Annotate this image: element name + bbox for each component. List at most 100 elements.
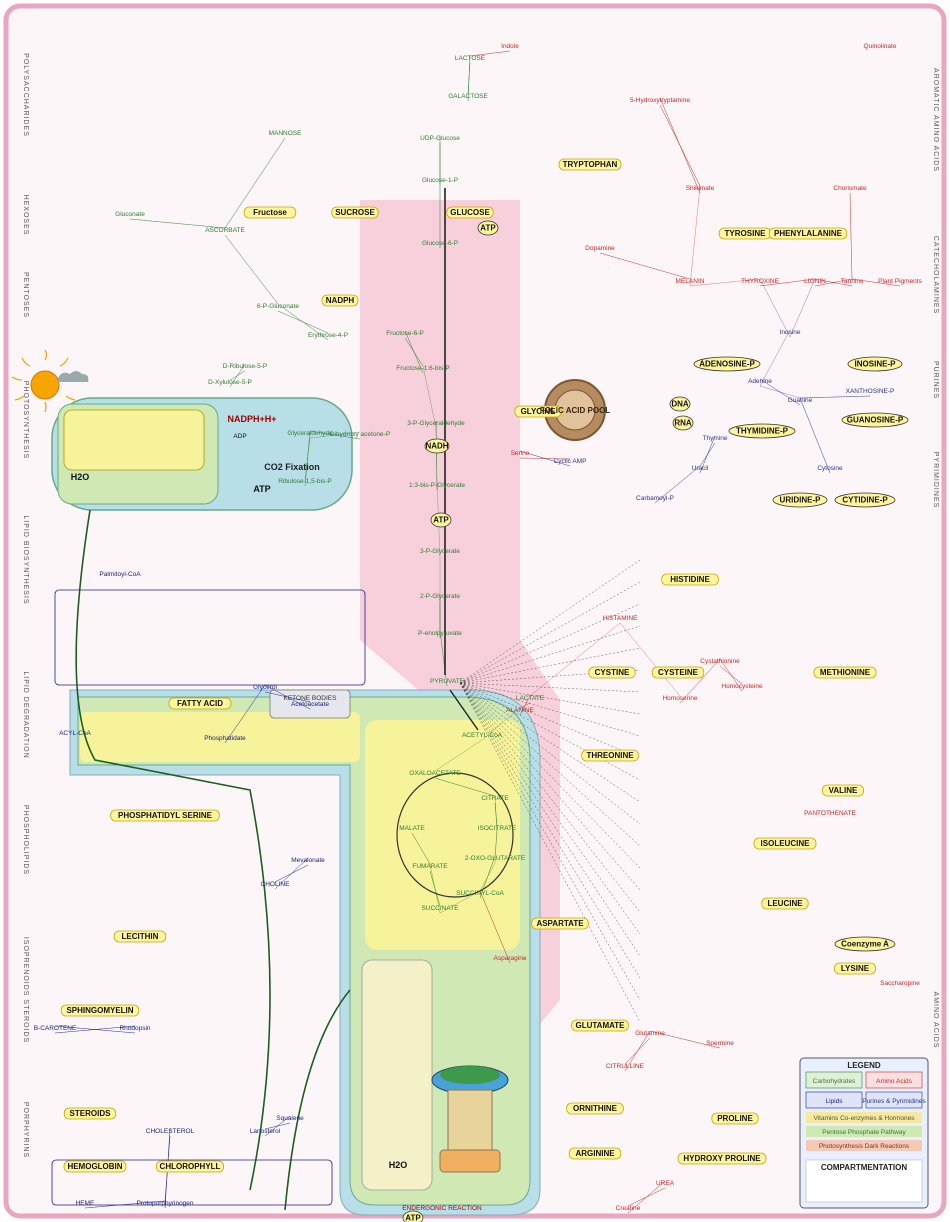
bubble-guanosine-p-shape — [841, 412, 909, 428]
legend-purines: Purines & Pyrimidines — [862, 1098, 926, 1105]
pyruvate-link — [459, 682, 641, 913]
hub-cystine: CYSTINE — [595, 668, 630, 677]
lipid-biosynthesis-zone — [54, 589, 366, 686]
pathway-arrow — [469, 50, 511, 57]
metabolite-plant-pigments: Plant Pigments — [878, 278, 922, 285]
bubble-atp-3-shape — [402, 1210, 424, 1222]
hub-tryptophan-box — [558, 158, 622, 171]
pyruvate-link — [459, 682, 641, 737]
pathway-arrow — [649, 1030, 721, 1049]
metabolite-cystathionine: Cystathionine — [700, 658, 740, 665]
hub-leucine-box — [761, 897, 809, 910]
metabolite-erythrose-4-p: Erythrose-4-P — [308, 332, 348, 339]
pathway-arrow — [494, 825, 498, 864]
pathway-arrow — [479, 890, 511, 964]
hub-valine-box — [822, 784, 865, 797]
tca-yellow-zone — [365, 720, 520, 950]
metabolite-three-p-glycerate: 3-P-Glycerate — [420, 548, 460, 555]
side-labels: POLYSACCHARIDESHEXOSESPENTOSESPHOTOSYNTH… — [22, 53, 939, 1158]
hub-proline-box — [711, 1112, 759, 1125]
hub-glycine: GLYCINE — [521, 407, 556, 416]
pathway-arrow — [659, 97, 701, 194]
loop-line — [75, 509, 271, 1191]
beta-oxidation-zone — [80, 712, 360, 762]
loop-line — [284, 989, 351, 1211]
metabolite-histamine: HISTAMINE — [603, 615, 639, 622]
metabolite-six-p-gluconate: 6-P-Gluconate — [257, 303, 299, 310]
side-label-catecholamines: CATECHOLAMINES — [932, 236, 939, 314]
bubble-dna-shape — [669, 396, 691, 412]
bubble-uridine-p: URIDINE-P — [780, 496, 822, 505]
ketone-bodies-label: KETONE BODIES — [284, 695, 338, 702]
hub-nadph: NADPH — [326, 296, 355, 305]
pathway-arrow — [599, 252, 691, 280]
bubble-thymidine-p: THYMIDINE-P — [736, 427, 789, 436]
pyruvate-link — [459, 682, 641, 957]
atp-synthase-icon — [431, 1065, 509, 1173]
side-label-amino-acids: AMINO ACIDS — [932, 992, 939, 1049]
pathway-arrow — [699, 435, 716, 474]
metabolite-saccharopine: Saccharopine — [880, 980, 920, 987]
hub-arginine-box — [568, 1147, 622, 1160]
bubble-adenosine-p-shape — [693, 356, 761, 372]
pathway-arrow — [799, 395, 871, 399]
nadph-photo-label: NADPH+H+ — [227, 414, 276, 424]
pathway-arrow — [849, 192, 853, 280]
metabolite-succinyl-coa: SUCCINYL-CoA — [456, 890, 504, 897]
metabolite-dihydroxy-acetone-p: Dihydroxy acetone-P — [330, 431, 390, 438]
hub-phenylalanine: PHENYLALANINE — [774, 229, 843, 238]
metabolite-acyl-coa: ACYL-CoA — [59, 730, 91, 737]
bubble-atp-1-shape — [477, 220, 499, 236]
folic-acid-label: FOLIC ACID POOL — [540, 406, 610, 415]
metabolite-choline: CHOLINE — [261, 881, 291, 888]
porphyrin-box — [51, 1159, 333, 1206]
metabolite-acetyl-coa: ACETYL-CoA — [462, 732, 503, 739]
hub-lecithin: LECITHIN — [122, 932, 159, 941]
pathway-arrow — [519, 695, 531, 716]
legend-carbohydrate-swatch — [805, 1071, 863, 1089]
metabolite-lignin: LIGNIN — [804, 278, 826, 285]
pathway-arrow — [494, 795, 498, 834]
side-label-aromatic: AROMATIC AMINO ACIDS — [932, 68, 939, 172]
legend-purine-swatch — [865, 1091, 923, 1109]
hub-glutamate: GLUTAMATE — [575, 1021, 625, 1030]
bubble-guanosine-p: GUANOSINE-P — [847, 416, 904, 425]
side-label-pentoses: PENTOSES — [22, 272, 29, 318]
hub-chlorophyll: CHLOROPHYLL — [160, 1162, 221, 1171]
metabolite-thymine: Thymine — [703, 435, 728, 442]
metabolite-glucose-1-p: Glucose-1-P — [422, 177, 458, 184]
hub-tyrosine: TYROSINE — [725, 229, 767, 238]
pyruvate-link — [459, 682, 641, 979]
pyruvate-link — [459, 603, 641, 684]
pathway-arrow — [814, 278, 853, 287]
pathway-arrows — [54, 50, 901, 1214]
metabolite-fructose-6-p: Fructose-6-P — [386, 330, 424, 337]
hub-lysine-box — [834, 962, 877, 975]
metabolite-melanin: MELANIN — [676, 278, 705, 285]
hub-fatty-acid-box — [168, 697, 232, 710]
bubble-cytidine-p-shape — [834, 492, 896, 508]
pyruvate-link — [459, 682, 641, 759]
metabolite-mevalonate: Mevalonate — [291, 857, 325, 864]
side-label-purines: PURINES — [932, 361, 939, 399]
hub-leucine: LEUCINE — [767, 899, 803, 908]
hub-arginine: ARGININE — [575, 1149, 615, 1158]
metabolite-tannins: Tannins — [841, 278, 864, 285]
hub-ornithine: ORNITHINE — [573, 1104, 618, 1113]
hub-fatty-acid: FATTY ACID — [177, 699, 223, 708]
pathway-arrow — [84, 1200, 166, 1209]
bubble-inosine-p-shape — [847, 356, 903, 372]
metabolite-fructose-16-bis-p: Fructose-1:6-bis-P — [396, 365, 449, 372]
pathway-arrow — [54, 1025, 136, 1034]
metabolite-glycerol: Glycerol — [253, 684, 277, 691]
metabolite-spermine: Spermine — [706, 1040, 734, 1047]
metabolite-labels: Glucose-1-PGlucose-6-PFructose-6-PFructo… — [34, 43, 923, 1212]
metabolite-cyclic-amp: Cyclic AMP — [554, 458, 587, 465]
bubble-inosine-p: INOSINE-P — [855, 360, 897, 369]
hub-histidine: HISTIDINE — [670, 575, 710, 584]
h2o-photo-label: H2O — [71, 472, 90, 482]
pathway-arrow — [719, 665, 743, 685]
